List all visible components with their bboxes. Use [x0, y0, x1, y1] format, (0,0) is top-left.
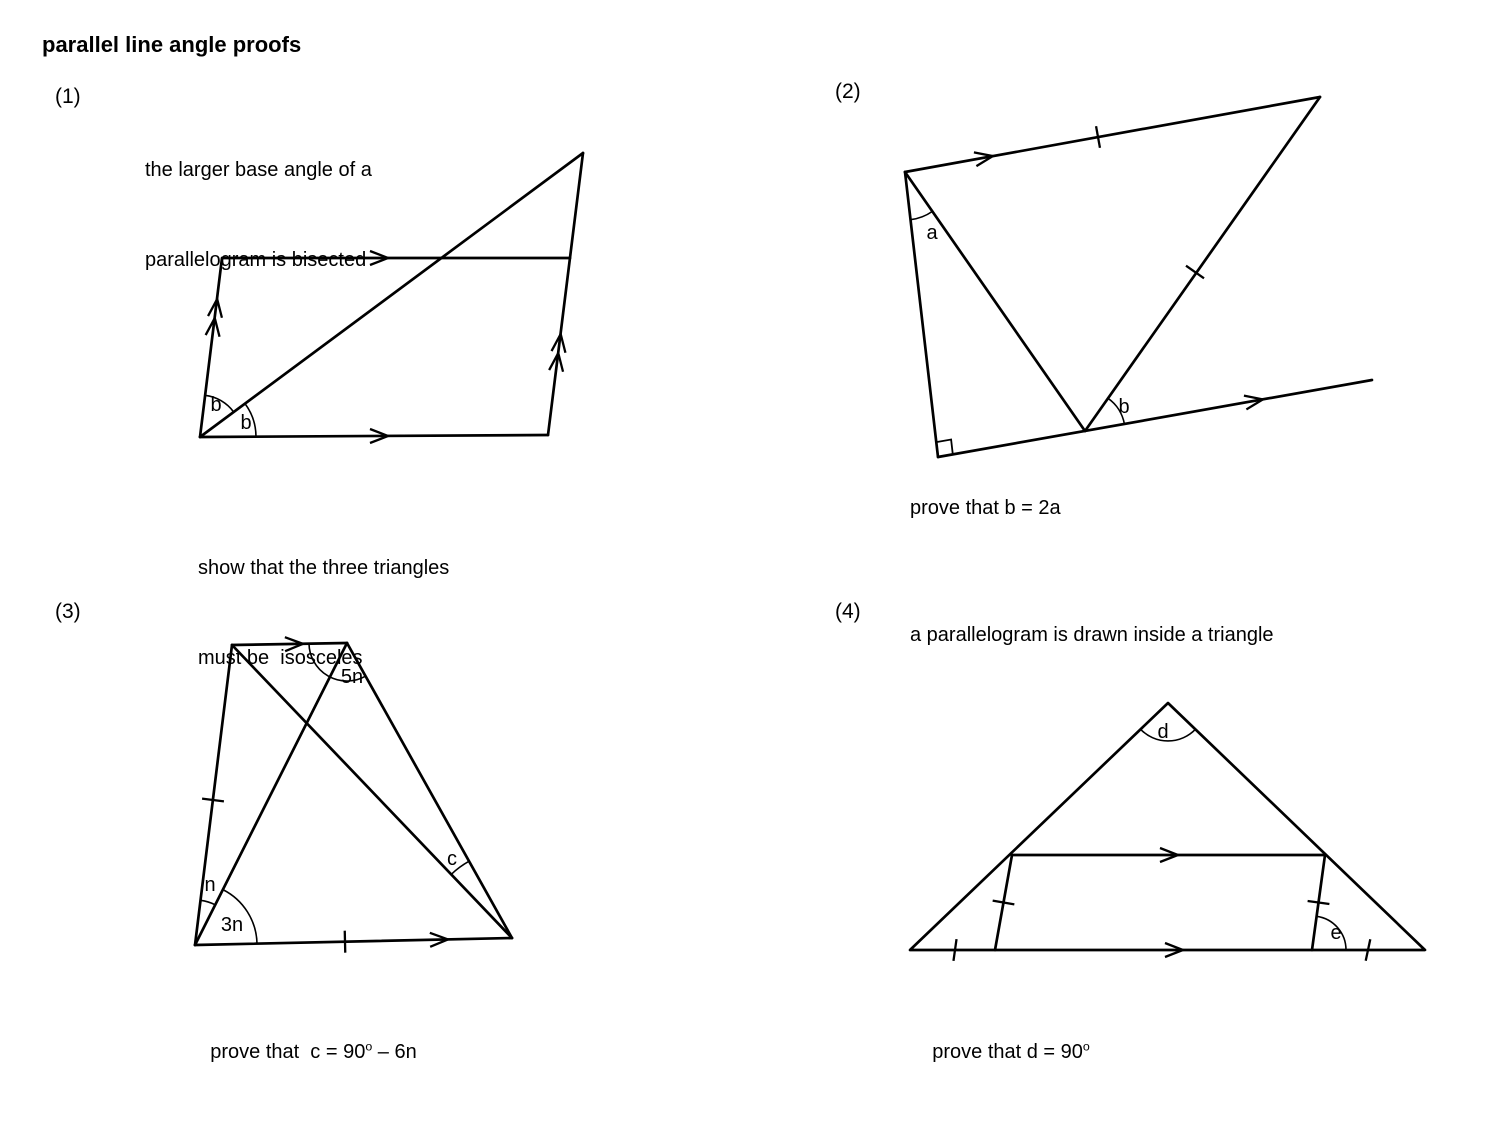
parallel-mark-top-icon — [973, 151, 996, 168]
problem-4-caption: prove that d = 90o — [910, 1007, 1090, 1097]
left-vertical-side — [903, 170, 940, 459]
problem-4-caption-prefix: prove that d = 90 — [932, 1041, 1083, 1063]
angle-arc-e — [1316, 915, 1347, 951]
angle-arc-3n — [222, 888, 258, 944]
problem-3-caption-suffix: – 6n — [372, 1041, 417, 1063]
angle-label-b-lower: b — [240, 412, 251, 434]
problem-4-number: (4) — [835, 600, 861, 623]
triangle-outline — [908, 701, 1427, 952]
angle-label-b: b — [1118, 396, 1129, 418]
right-angle-mark-icon — [936, 438, 954, 455]
double-parallel-mark-right-1-icon — [548, 349, 565, 373]
problem-3-caption: prove that c = 90o – 6n — [188, 1007, 417, 1097]
parallelogram-bottom-side — [198, 433, 550, 439]
parallel-mark-base-icon — [1164, 941, 1187, 959]
parallelogram-right-side-extended — [546, 151, 585, 437]
angle-bisector-line — [198, 151, 585, 439]
angle-arc-d — [1140, 728, 1196, 742]
apex-to-bottom-vertex-line — [903, 170, 1087, 433]
parallel-mark-parallelogram-top-icon — [1159, 846, 1182, 864]
angle-arc-b — [1107, 397, 1126, 425]
problem-3-caption-prefix: prove that c = 90 — [210, 1041, 366, 1063]
equal-mark-right-segment-icon — [1185, 264, 1205, 280]
angle-label-e: e — [1330, 922, 1341, 944]
angle-label-c: c — [447, 848, 457, 870]
angle-arc-b-lower — [244, 403, 257, 437]
equal-mark-top-segment-icon — [1094, 125, 1102, 149]
angle-label-3n: 3n — [221, 914, 243, 936]
problem-2-caption: prove that b = 2a — [910, 497, 1061, 519]
problem-4-diagram: d e — [908, 701, 1427, 962]
left-side — [193, 643, 234, 947]
double-parallel-mark-left-1-icon — [204, 314, 221, 338]
top-side — [230, 641, 349, 647]
double-parallel-mark-left-2-icon — [207, 295, 224, 319]
angle-label-n: n — [204, 874, 215, 896]
equal-mark-base-left-icon — [952, 938, 958, 962]
parallelogram-left-and-top-sides — [198, 256, 572, 439]
problem-1-diagram: b b — [198, 151, 585, 445]
equal-mark-left-side-icon — [201, 797, 225, 803]
parallel-mark-base-icon — [1243, 394, 1266, 411]
problem-2-diagram: a b — [903, 95, 1374, 459]
problem-4-caption-degree: o — [1082, 1039, 1090, 1054]
parallelogram-outline — [993, 853, 1327, 952]
angle-arc-a — [910, 210, 933, 221]
diagonal-topleft-to-bottomright — [230, 643, 514, 940]
problem-2-number: (2) — [835, 80, 861, 103]
problem-1-description-line2: parallelogram is bisected — [145, 249, 367, 271]
problem-1-description: the larger base angle of a parallelogram… — [145, 95, 372, 335]
equal-mark-parallelogram-right-icon — [1307, 899, 1330, 906]
parallel-mark-top-icon — [284, 636, 307, 653]
double-parallel-mark-right-2-icon — [550, 330, 567, 354]
problem-3-diagram: 5n n 3n c — [193, 636, 514, 953]
problem-4-description: a parallelogram is drawn inside a triang… — [910, 624, 1274, 646]
angle-arc-c — [450, 860, 470, 875]
angle-label-a: a — [926, 222, 938, 244]
angle-label-d: d — [1157, 721, 1168, 743]
problem-1-description-line1: the larger base angle of a — [145, 159, 372, 181]
equal-mark-base-right-icon — [1364, 939, 1372, 961]
peak-to-bottom-vertex-line — [1083, 95, 1322, 433]
problem-1-caption-line1: show that the three triangles — [198, 557, 450, 579]
top-transversal-line — [903, 95, 1322, 174]
bottom-side — [193, 936, 514, 947]
angle-arc-n — [200, 899, 216, 906]
angle-label-5n: 5n — [341, 666, 363, 688]
angle-arc-b-upper — [204, 394, 235, 413]
angle-arc-5n — [308, 643, 366, 682]
diagonal-bottomleft-to-topright — [193, 641, 349, 947]
parallel-mark-bottom-icon — [429, 931, 452, 948]
base-line-extended — [936, 378, 1374, 459]
problem-3-caption-degree: o — [365, 1039, 373, 1054]
page-title: parallel line angle proofs — [42, 32, 302, 57]
problem-1-caption: show that the three triangles must be is… — [198, 493, 449, 733]
equal-mark-parallelogram-left-icon — [992, 899, 1015, 906]
right-side — [345, 641, 514, 940]
parallel-mark-bottom-icon — [369, 427, 392, 445]
problem-3-number: (3) — [55, 600, 81, 623]
parallel-mark-top-icon — [369, 249, 392, 267]
angle-label-b-upper: b — [210, 394, 221, 416]
problem-1-number: (1) — [55, 85, 81, 108]
